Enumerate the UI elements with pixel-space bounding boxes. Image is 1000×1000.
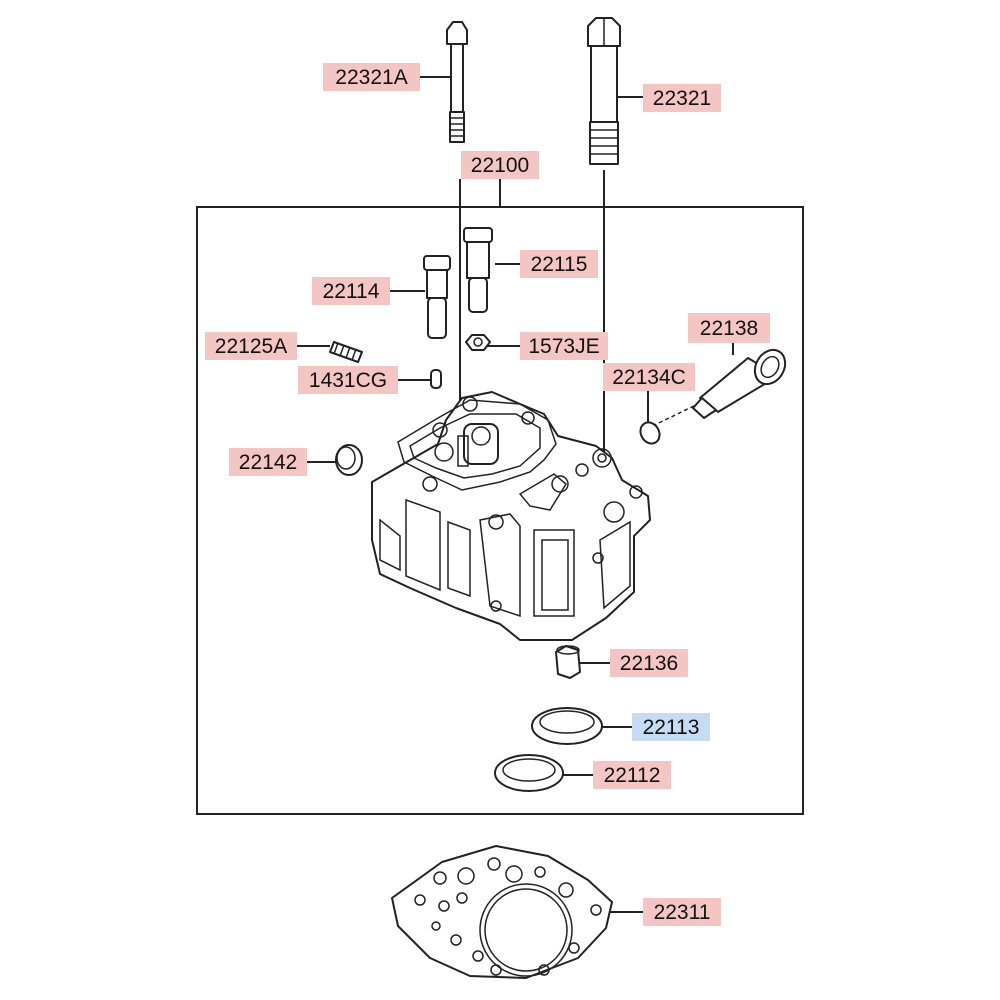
callout-22114[interactable]: 22114 — [312, 277, 390, 305]
callout-background — [610, 649, 688, 677]
callout-label: 22114 — [323, 280, 380, 303]
callout-22134c[interactable]: 22134C — [603, 363, 695, 391]
callout-label: 22321 — [653, 87, 711, 110]
cylinder-head[interactable] — [371, 391, 651, 641]
valve-guide-exhaust[interactable] — [463, 227, 493, 313]
callout-background — [603, 363, 695, 391]
head-gasket[interactable] — [391, 845, 613, 979]
callout-background — [229, 448, 307, 476]
callout-background — [520, 332, 608, 360]
valve-seat-ring[interactable] — [531, 707, 603, 745]
callout-background — [643, 84, 721, 112]
callout-label: 22134C — [612, 366, 686, 389]
callout-22321a[interactable]: 22321A — [323, 63, 420, 91]
callout-22112[interactable]: 22112 — [593, 761, 671, 789]
cap[interactable] — [555, 645, 581, 679]
callout-label: 1573JE — [528, 335, 599, 358]
callout-label: 22142 — [239, 451, 297, 474]
cylinder-head-bolt-a[interactable] — [446, 21, 468, 143]
callout-22125a[interactable]: 22125A — [205, 332, 297, 360]
callout-22136[interactable]: 22136 — [610, 649, 688, 677]
callout-22311[interactable]: 22311 — [643, 898, 721, 926]
callout-22142[interactable]: 22142 — [229, 448, 307, 476]
callout-label: 22311 — [654, 901, 711, 924]
callout-22113[interactable]: 22113 — [632, 713, 710, 741]
o-ring[interactable] — [637, 419, 664, 447]
cylinder-head-bolt[interactable] — [587, 17, 621, 165]
callout-label: 1431CG — [309, 369, 387, 392]
callout-label: 22136 — [620, 652, 678, 675]
callout-22100[interactable]: 22100 — [461, 151, 539, 179]
callout-label: 22113 — [643, 716, 700, 739]
callout-label: 22125A — [215, 335, 287, 358]
callout-background — [323, 63, 420, 91]
valve-seat-ring-lower[interactable] — [494, 754, 564, 792]
callout-background — [632, 713, 710, 741]
callout-label: 22321A — [335, 66, 407, 89]
plug[interactable] — [335, 444, 363, 476]
callout-background — [643, 898, 721, 926]
callout-22115[interactable]: 22115 — [520, 250, 598, 278]
leader-lines — [297, 76, 734, 913]
valve-guide-intake[interactable] — [423, 255, 451, 339]
callout-background — [688, 313, 770, 343]
callout-22138[interactable]: 22138 — [688, 313, 770, 343]
callout-background — [593, 761, 671, 789]
callout-background — [312, 277, 390, 305]
callout-background — [205, 332, 297, 360]
callout-label: 22115 — [531, 253, 588, 276]
callout-label: 22100 — [471, 154, 529, 177]
callout-label: 22138 — [700, 317, 758, 340]
callout-background — [461, 151, 539, 179]
part-callouts: 22321A 22321 22100 22115 22114 22138 22125A 157… — [205, 63, 770, 926]
callout-1431cg[interactable]: 1431CG — [298, 366, 398, 394]
callout-label: 22112 — [604, 764, 661, 787]
callout-background — [520, 250, 598, 278]
callout-1573je[interactable]: 1573JE — [520, 332, 608, 360]
nut[interactable] — [465, 334, 491, 351]
callout-22321[interactable]: 22321 — [643, 84, 721, 112]
dowel-pin[interactable] — [430, 369, 442, 389]
injector-sleeve[interactable] — [692, 344, 791, 419]
callout-background — [298, 366, 398, 394]
stud[interactable] — [329, 341, 363, 363]
